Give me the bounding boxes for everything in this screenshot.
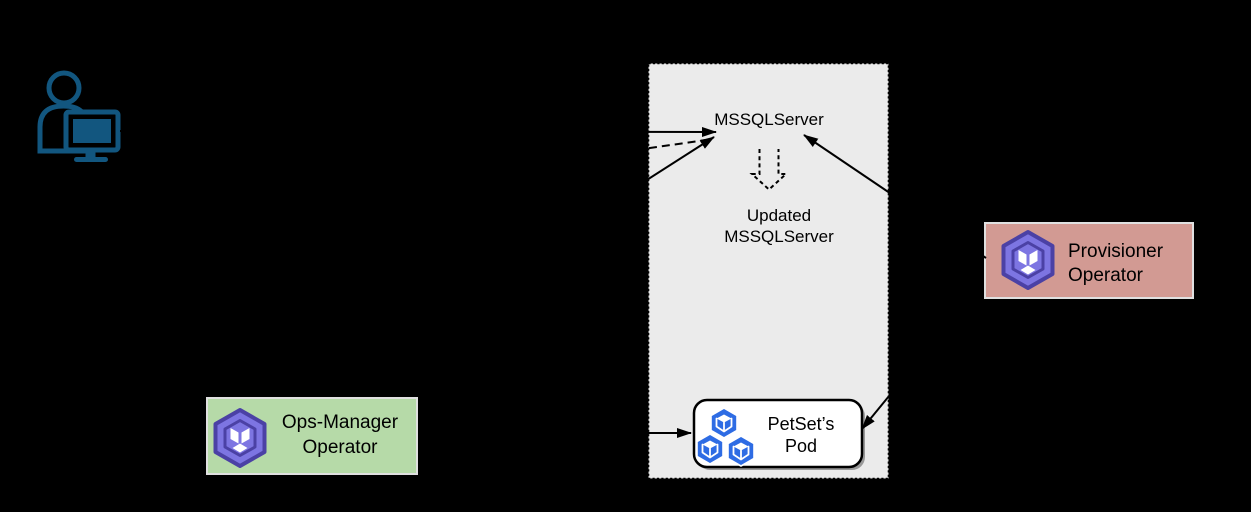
petset-pod-label-line1: PetSet’s [768, 414, 835, 434]
ops-manager-label-line1: Ops-Manager [282, 412, 399, 433]
user-at-computer-icon [37, 70, 121, 162]
arrow-ops-manager-to-mssqlserver [310, 136, 715, 396]
updated-mssqlserver-label-line1: Updated [747, 206, 811, 225]
connectors [119, 126, 987, 438]
dashed-arrow-to-mssqlserver [249, 139, 707, 206]
petset-pod-box: PetSet’s Pod [692, 398, 865, 470]
provisioner-label-line2: Operator [1068, 265, 1144, 286]
provisioner-operator-box: Provisioner Operator [984, 222, 1194, 299]
arrow-provisioner-to-mssqlserver [803, 134, 987, 259]
update-arrow-icon [749, 149, 789, 191]
arrow-right-to-petset-pod [861, 312, 958, 430]
mssqlserver-label: MSSQLServer [714, 110, 824, 129]
provisioner-label-line1: Provisioner [1068, 241, 1164, 262]
operator-hexagon-cube-icon [213, 408, 267, 468]
ops-manager-label-line2: Operator [303, 437, 379, 458]
ops-manager-operator-box: Ops-Manager Operator [206, 397, 418, 475]
operator-hexagon-cube-icon [1001, 230, 1055, 290]
updated-mssqlserver-label-line2: MSSQLServer [724, 227, 834, 246]
arrow-user-to-mssqlserver [119, 126, 717, 137]
petset-pod-label-line2: Pod [785, 436, 817, 456]
